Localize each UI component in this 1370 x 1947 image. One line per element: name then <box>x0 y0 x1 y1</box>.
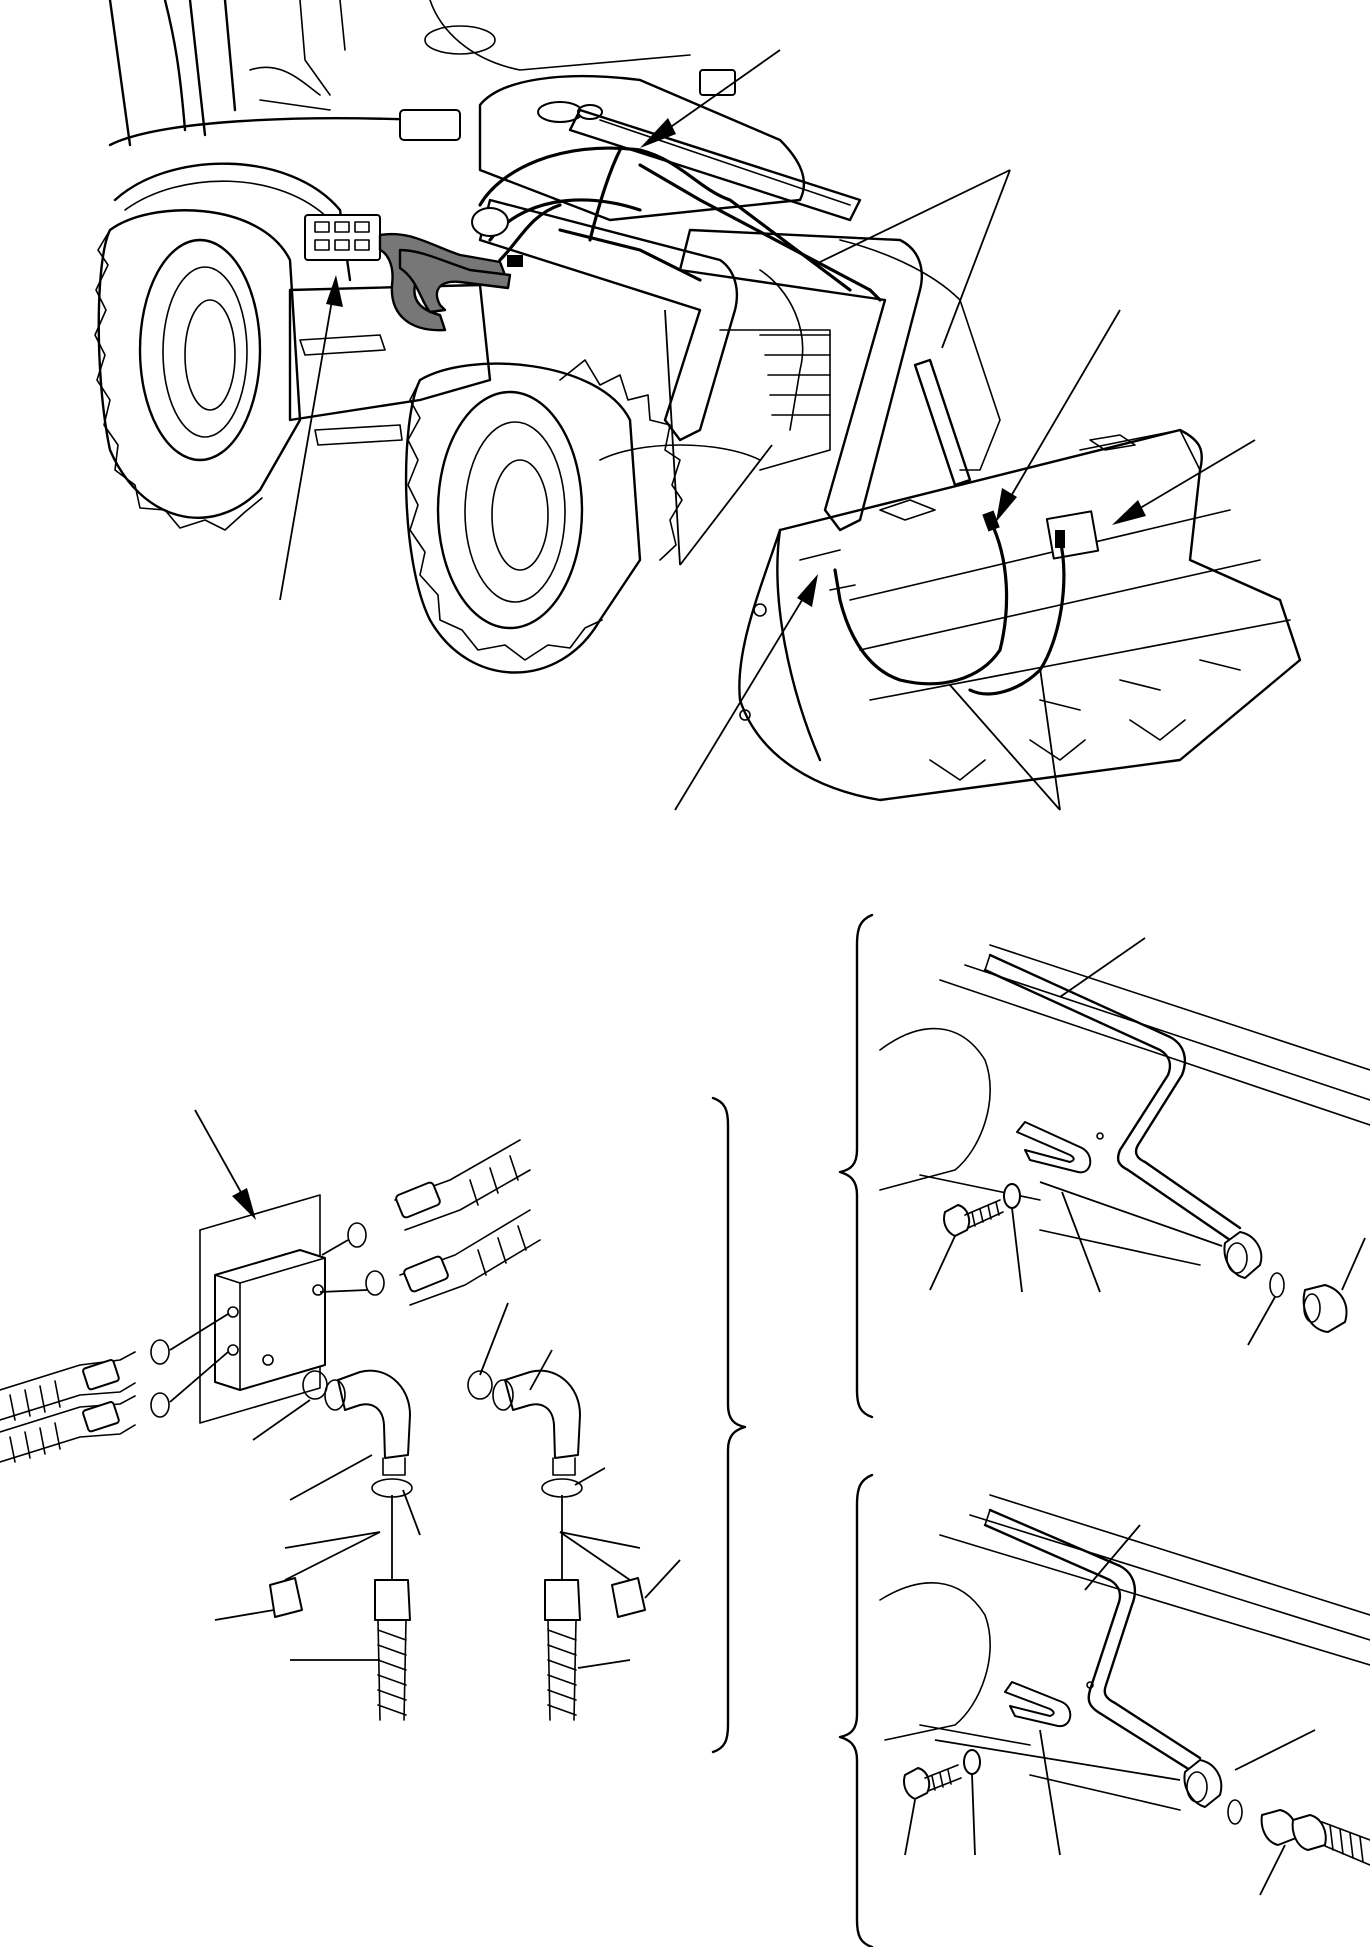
valve-block-exploded-panel <box>0 1096 747 1754</box>
loader-bucket <box>738 428 1302 802</box>
chassis-steps <box>288 283 761 461</box>
bucket-clamp-cap-panel <box>838 913 1370 1419</box>
right-top-hose-couplings <box>319 1139 541 1306</box>
exploded-brace <box>711 1096 747 1754</box>
bucket-clamp-hose-panel <box>838 1473 1370 1947</box>
exploded-callout-leaders <box>214 1302 681 1669</box>
rear-fender <box>113 162 352 282</box>
left-hose-couplings <box>0 1313 229 1463</box>
front-wheel <box>404 359 683 674</box>
valve-block <box>214 1249 326 1391</box>
machine-overview-panel <box>94 0 1302 811</box>
elbow-fittings <box>269 1369 646 1721</box>
cab-frame <box>108 0 736 147</box>
lift-cylinder <box>568 108 972 487</box>
loader-arms <box>478 198 1001 532</box>
valve-assembly <box>304 203 562 332</box>
rear-wheel <box>94 209 302 531</box>
engine-hood <box>478 75 806 222</box>
overview-callout-arrows <box>279 49 1256 811</box>
upper-brace <box>838 913 874 1419</box>
loader-hoses <box>478 146 1066 696</box>
lower-brace <box>838 1473 874 1947</box>
